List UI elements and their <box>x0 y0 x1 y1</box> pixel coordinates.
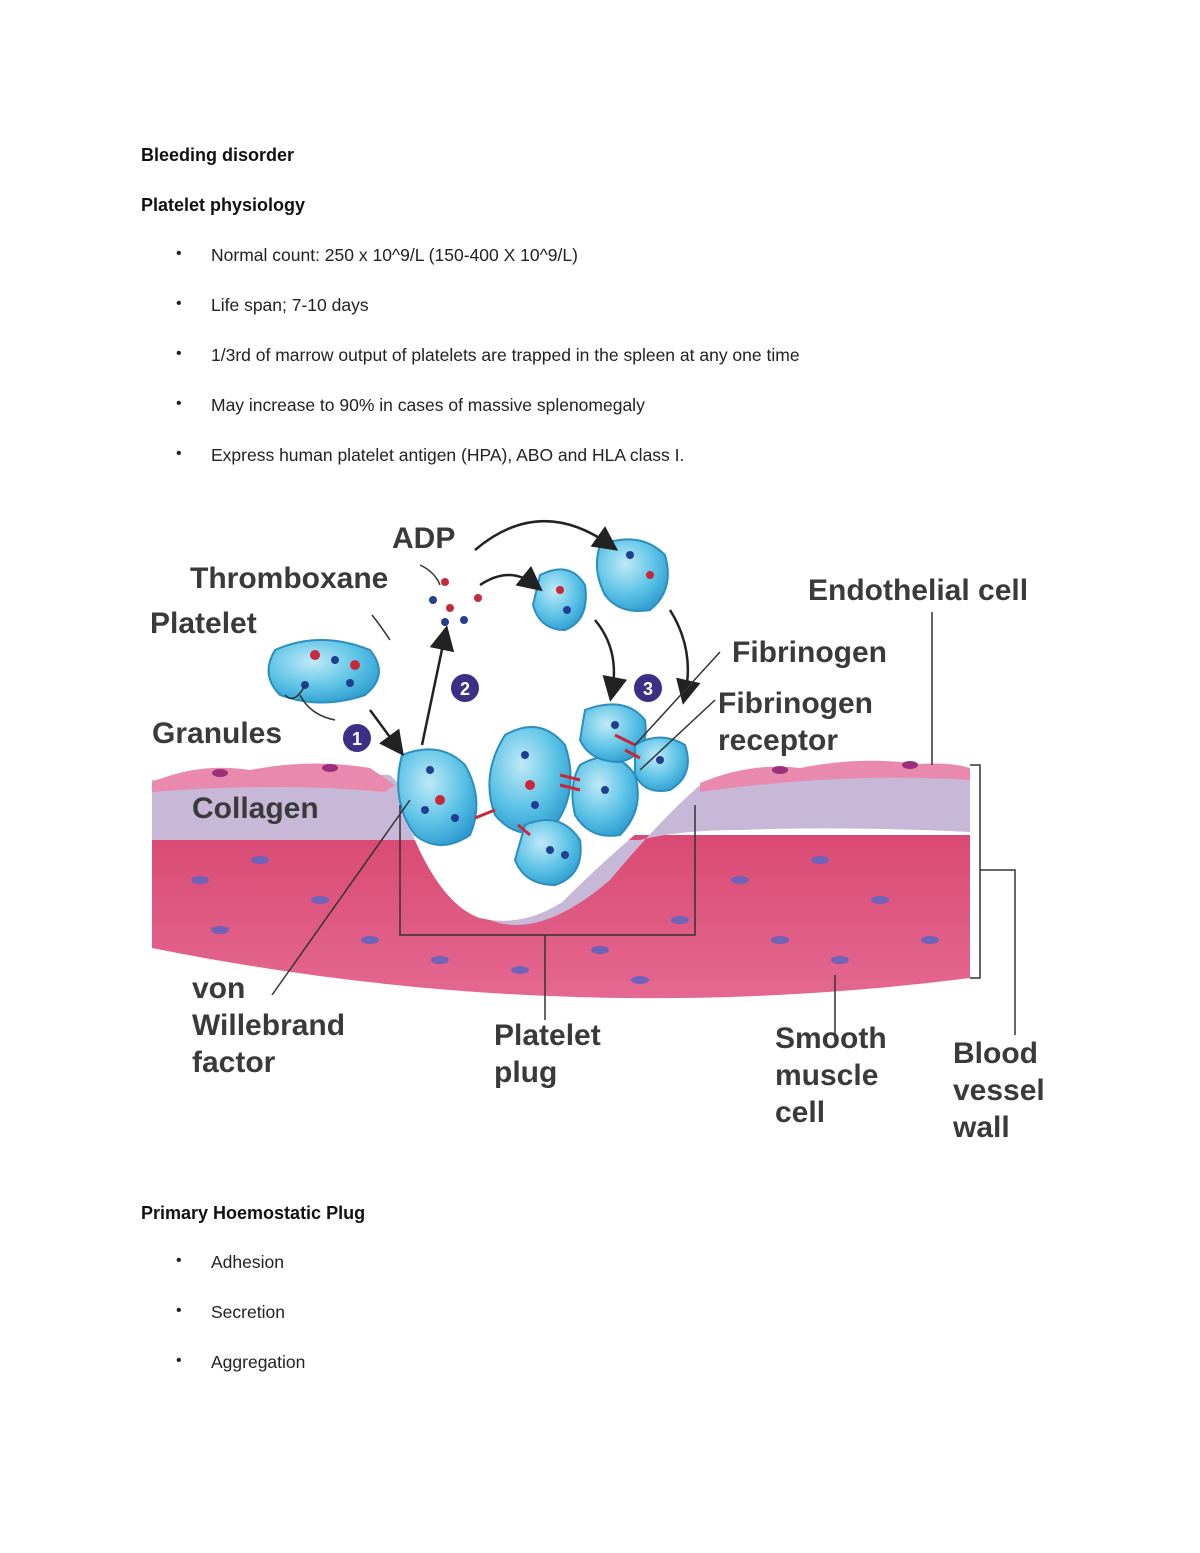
svg-text:2: 2 <box>460 679 470 699</box>
bullet-icon: • <box>176 395 182 412</box>
bullet-icon: • <box>176 1252 182 1269</box>
label-granules: Granules <box>152 717 282 750</box>
bullet-icon: • <box>176 1352 182 1369</box>
label-smooth-muscle-line3: cell <box>775 1096 825 1129</box>
label-endothelial-cell: Endothelial cell <box>808 574 1028 607</box>
svg-text:3: 3 <box>643 679 653 699</box>
bullet-icon: • <box>176 245 182 262</box>
label-platelet-plug-line2: plug <box>494 1056 557 1089</box>
endothelium-layer-right <box>700 760 970 792</box>
label-platelet: Platelet <box>150 607 257 640</box>
label-vwf-line2: Willebrand <box>192 1009 345 1042</box>
step-badge-1: 1 <box>341 722 373 754</box>
section-heading-platelet-physiology: Platelet physiology <box>141 195 306 215</box>
label-leader-lines <box>271 564 1016 1040</box>
document-title: Bleeding disorder <box>141 145 295 165</box>
label-vwf-line3: factor <box>192 1046 276 1079</box>
bullet-icon: • <box>176 345 182 362</box>
bullet-icon: • <box>176 295 182 312</box>
granules <box>301 551 664 859</box>
pathway-arrows <box>368 519 701 757</box>
label-fibrinogen: Fibrinogen <box>732 636 887 669</box>
step-badge-2: 2 <box>449 672 481 704</box>
label-vwf-line1: von <box>192 972 245 1005</box>
endothelial-nuclei <box>212 761 918 777</box>
section-heading-primary-plug: Primary Hoemostatic Plug <box>141 1203 366 1223</box>
step-badge-3: 3 <box>632 672 664 704</box>
bullet-icon: • <box>176 1302 182 1319</box>
muscle-nuclei <box>191 856 939 984</box>
label-blood-vessel-line1: Blood <box>953 1037 1038 1070</box>
platelet-plug-diagram: 1 2 3 ADP Thromboxane Platelet Granules … <box>150 519 1045 1144</box>
label-blood-vessel-line2: vessel <box>953 1074 1045 1107</box>
label-platelet-plug-line1: Platelet <box>494 1019 601 1052</box>
label-smooth-muscle-line1: Smooth <box>775 1022 887 1055</box>
label-smooth-muscle-line2: muscle <box>775 1059 878 1092</box>
label-fibrinogen-receptor-line1: Fibrinogen <box>718 687 873 720</box>
bullet-icon: • <box>176 445 182 462</box>
label-thromboxane: Thromboxane <box>190 562 388 595</box>
label-adp: ADP <box>392 522 455 555</box>
label-collagen: Collagen <box>192 792 319 825</box>
svg-text:1: 1 <box>352 729 362 749</box>
fibrinogen-bridges <box>474 733 641 837</box>
label-blood-vessel-line3: wall <box>952 1111 1010 1144</box>
label-fibrinogen-receptor-line2: receptor <box>718 724 838 757</box>
